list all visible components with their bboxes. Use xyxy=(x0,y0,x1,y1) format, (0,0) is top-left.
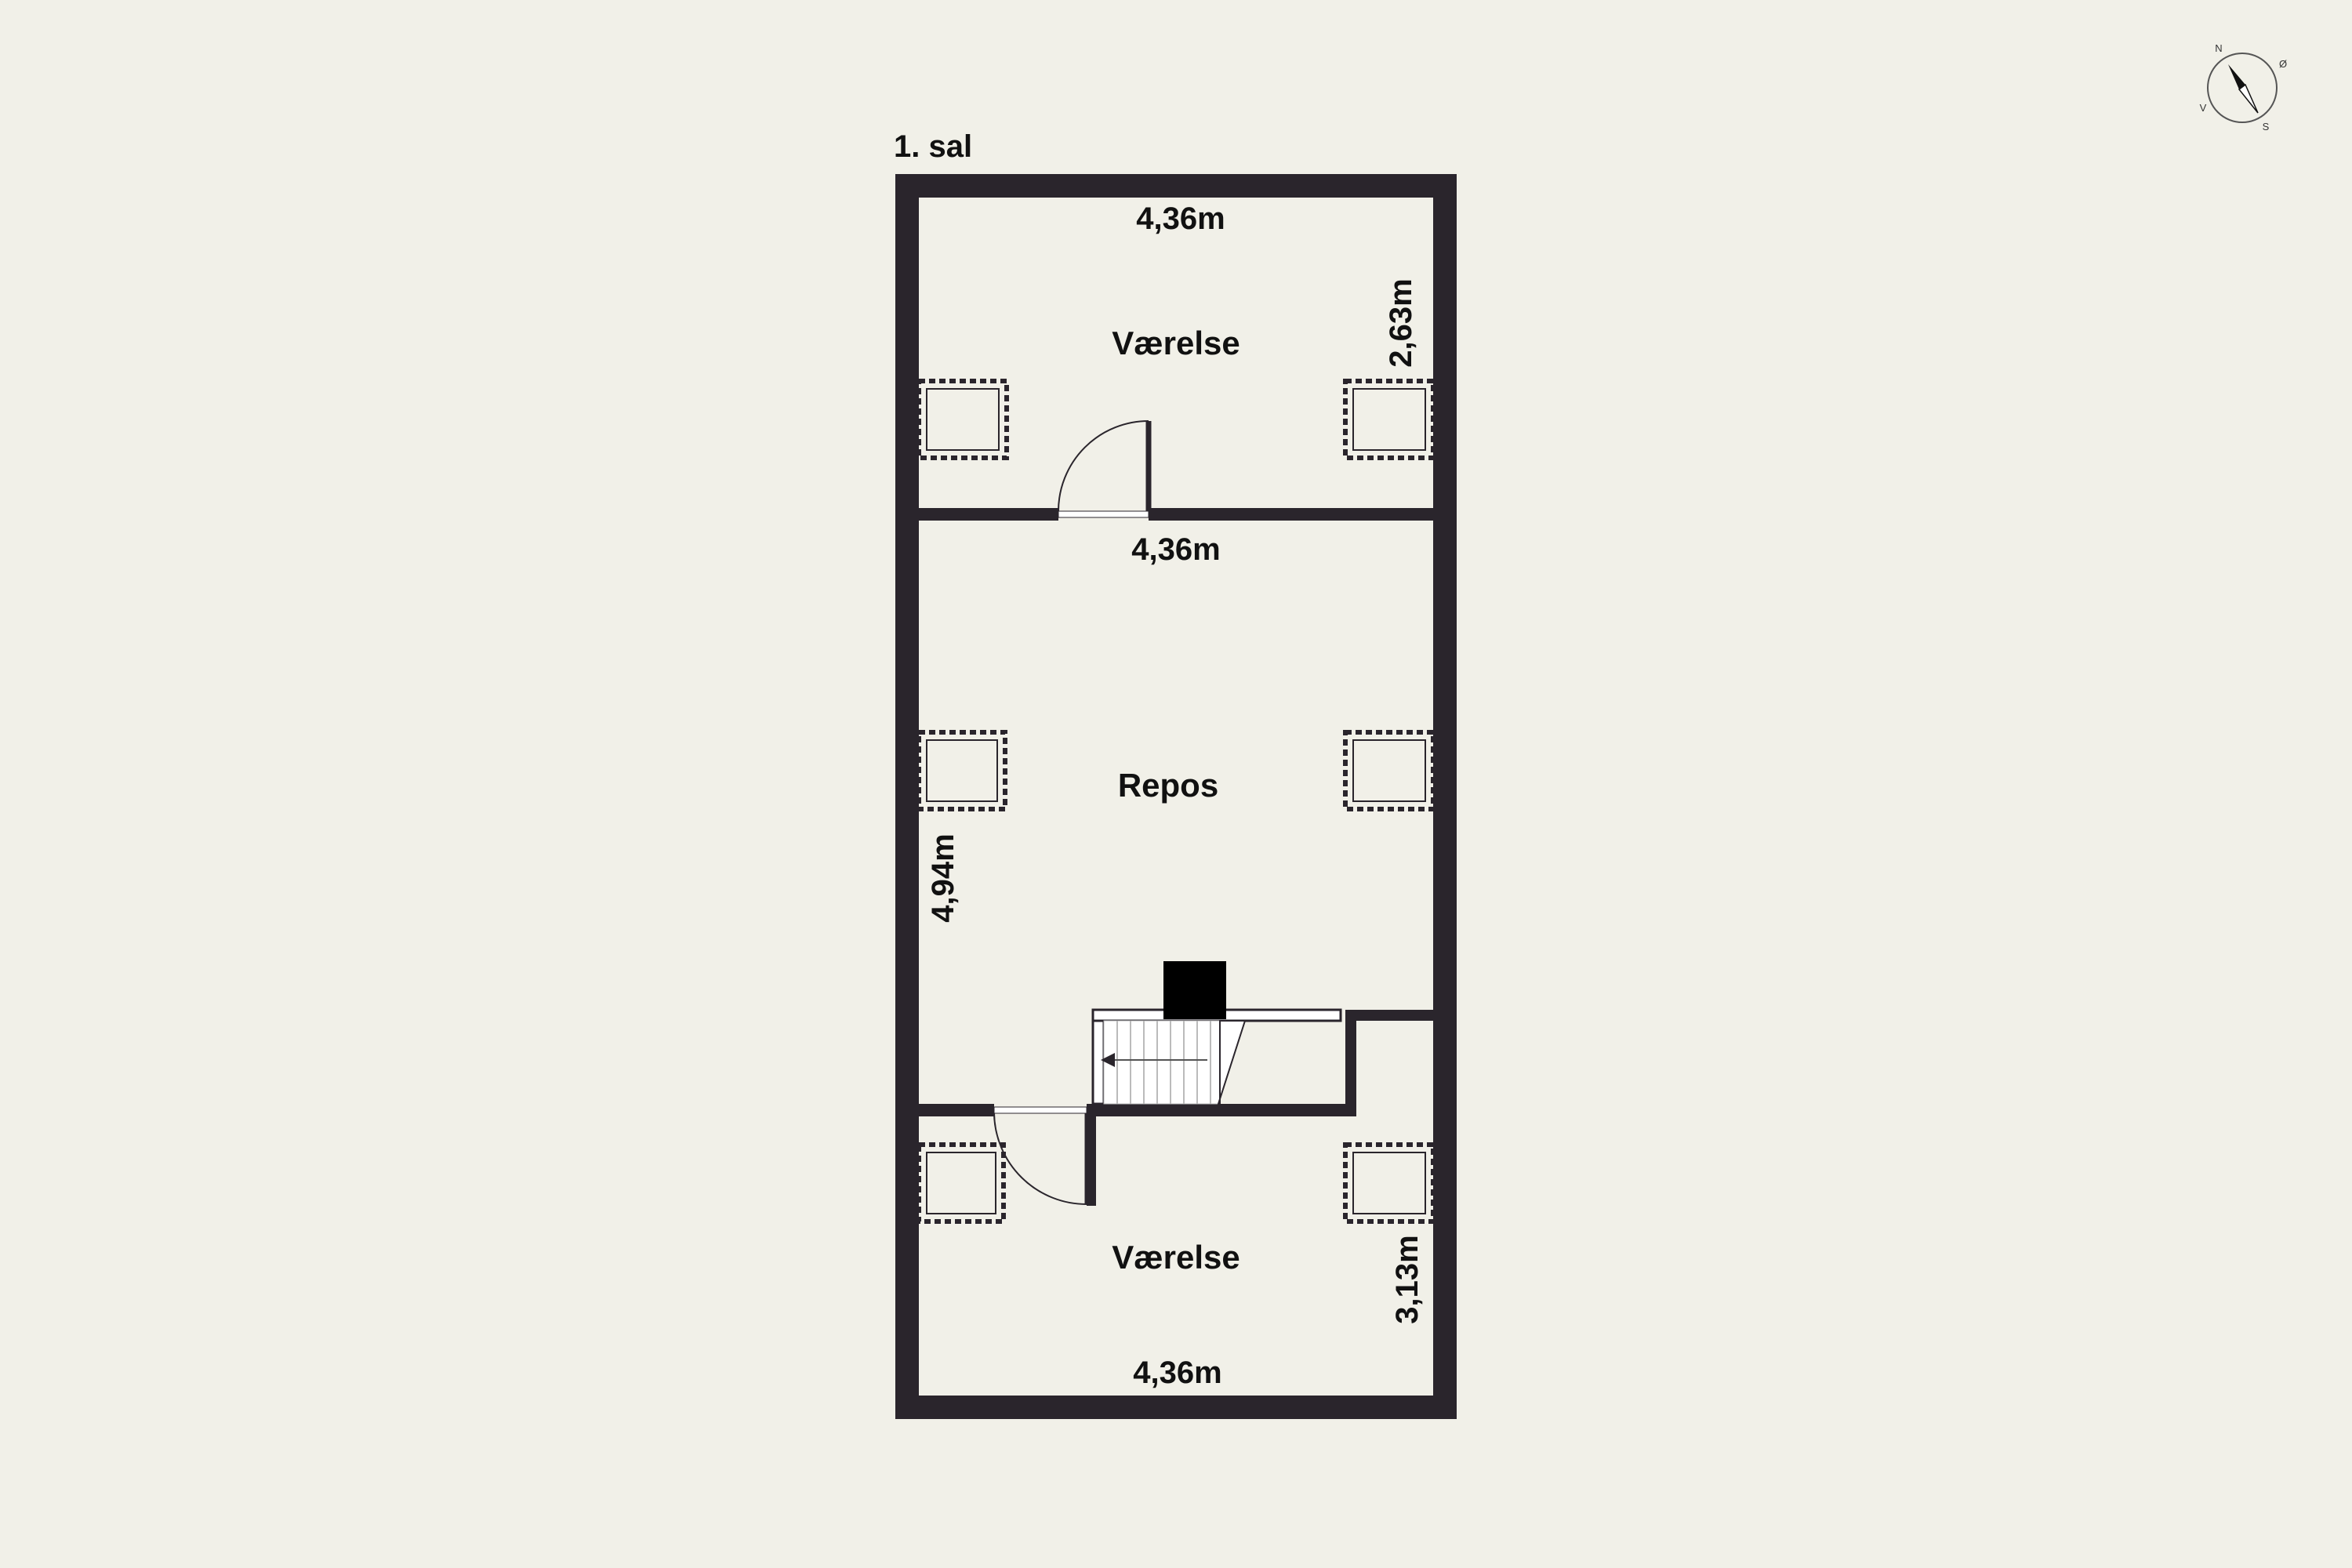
door-upper xyxy=(1058,420,1152,518)
compass-ring xyxy=(2207,53,2278,123)
room-label-top: Værelse xyxy=(1112,325,1240,361)
skylight xyxy=(916,1142,1006,1224)
compass: N Ø S V xyxy=(2200,42,2287,132)
floor-label: 1. sal xyxy=(894,129,972,164)
door-lower xyxy=(993,1106,1089,1205)
stair-arrow-icon xyxy=(1101,1053,1115,1067)
outer-walls xyxy=(895,174,1457,1419)
interior-wall-lower xyxy=(919,1010,1433,1206)
wall-bottom xyxy=(895,1396,1457,1419)
wall-left xyxy=(895,174,919,1419)
skylight xyxy=(1343,379,1436,460)
compass-north-needle-icon xyxy=(2228,64,2245,89)
dimension-top-height: 2,63m xyxy=(1384,278,1418,367)
dimension-bottom-height: 3,13m xyxy=(1390,1235,1425,1323)
compass-east-label: Ø xyxy=(2279,58,2287,70)
dimension-middle-width: 4,36m xyxy=(1131,532,1220,567)
compass-south-label: S xyxy=(2263,121,2270,132)
compass-west-label: V xyxy=(2200,102,2207,114)
skylight xyxy=(1343,730,1436,811)
wall-top xyxy=(895,174,1457,198)
skylight xyxy=(916,379,1009,460)
dimension-middle-height: 4,94m xyxy=(926,833,960,922)
dimension-top-width: 4,36m xyxy=(1136,201,1225,236)
room-label-bottom: Værelse xyxy=(1112,1239,1240,1276)
skylight xyxy=(1343,1142,1436,1224)
skylights xyxy=(916,379,1436,1224)
compass-north-label: N xyxy=(2215,42,2222,54)
compass-south-needle-icon xyxy=(2238,83,2259,114)
skylight xyxy=(916,730,1007,811)
dimension-bottom-width: 4,36m xyxy=(1133,1356,1221,1390)
room-label-middle: Repos xyxy=(1118,767,1218,804)
staircase xyxy=(1091,1008,1342,1105)
chimney xyxy=(1163,961,1226,1019)
interior-wall-upper xyxy=(919,508,1433,521)
wall-right xyxy=(1433,174,1457,1419)
